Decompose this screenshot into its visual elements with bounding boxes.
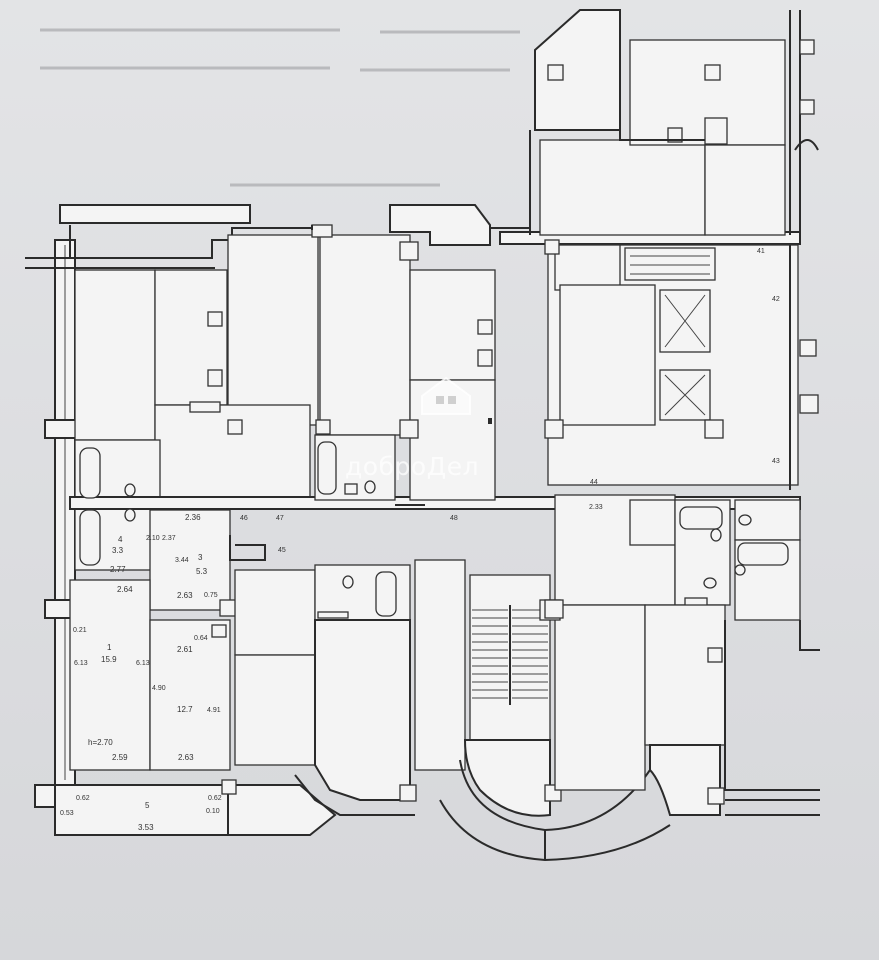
hall-lower: [414, 559, 466, 771]
label-ceiling-height: h=2.70: [88, 738, 113, 747]
label-room-1: 1: [107, 643, 112, 652]
label-room-4: 4: [118, 535, 123, 544]
label-dim: 0.62: [76, 795, 90, 802]
center-balcony: [389, 204, 491, 246]
label-area-3: 5.3: [196, 567, 208, 576]
label-dim: 2.63: [178, 753, 194, 762]
room-lower-2: [234, 654, 316, 766]
label-dim: 2.10: [146, 535, 160, 542]
bathtub-left-1: [79, 447, 101, 499]
room-1: [69, 579, 151, 771]
label-room-number: 46: [240, 515, 248, 522]
label-dim: 0.62: [208, 795, 222, 802]
label-room-number: 47: [276, 515, 284, 522]
balcony-5: [54, 784, 337, 836]
label-dim: 0.75: [204, 592, 218, 599]
stair-steps: [472, 605, 548, 705]
sink-left-1: [207, 369, 223, 387]
room-3: [149, 509, 231, 611]
label-room-number: 48: [450, 515, 458, 522]
left-apartment: [25, 204, 801, 836]
toilet-lower: [342, 575, 354, 589]
stove-icon-1: [207, 311, 223, 327]
room-center-1: [319, 234, 411, 436]
toilet-center: [364, 480, 376, 494]
label-dim: 2.63: [177, 591, 193, 600]
label-area-1: 15.9: [101, 655, 117, 664]
sink-center: [477, 349, 493, 367]
room-right-curve: [649, 744, 721, 816]
label-room-5: 5: [145, 801, 150, 810]
stove-icon-3: [477, 319, 493, 335]
label-room-number: 41: [757, 248, 765, 255]
label-dim: 0.53: [60, 810, 74, 817]
label-dim: 3.44: [175, 557, 189, 564]
bathtub-lower: [375, 571, 397, 617]
bathtub-center: [317, 441, 337, 495]
label-dim: 4.91: [207, 707, 221, 714]
bathtub-right-2: [737, 542, 789, 566]
room-left-4: [154, 404, 311, 501]
left-balcony-top: [59, 204, 251, 224]
toilet-left-2: [124, 508, 136, 522]
label-room-number: 44: [590, 479, 598, 486]
elevator-core: [499, 231, 819, 490]
upper-right-apartment: [529, 9, 819, 240]
label-room-number: 45: [278, 547, 286, 554]
label-dim: 2.37: [162, 535, 176, 542]
label-dim: 2.33: [589, 504, 603, 511]
label-room-number: 42: [772, 296, 780, 303]
label-dim: 4.90: [152, 685, 166, 692]
label-room-3: 3: [198, 553, 203, 562]
label-dim: 0.10: [206, 808, 220, 815]
room-right-lower-1: [554, 604, 646, 791]
room-lower-1: [234, 569, 316, 656]
watermark-text: доброДел: [345, 452, 480, 481]
label-area-2: 12.7: [177, 705, 193, 714]
toilet-left-1: [124, 483, 136, 497]
label-dim: 6.13: [136, 660, 150, 667]
house-logo-icon: [421, 376, 471, 415]
label-dim: 6.13: [74, 660, 88, 667]
curved-lobby-inner: [463, 739, 551, 817]
upper-room-2: [539, 139, 706, 236]
label-dim: 3.53: [138, 823, 154, 832]
faint-header-text: [40, 28, 520, 187]
bathtub-left-2: [79, 509, 101, 566]
bathtub-right-1: [679, 506, 723, 530]
shaft-vents: [624, 247, 716, 281]
dimension-labels: 4 3.3 2.10 2.77 2.36 2.37 3.44 3 5.3 2.6…: [60, 248, 780, 832]
room-left-3: [227, 234, 319, 426]
room-2: [149, 619, 231, 771]
stove-icon-4: [707, 647, 723, 663]
label-dim: 2.36: [185, 513, 201, 522]
label-dim: 0.21: [73, 627, 87, 634]
room-right-lower-2: [644, 604, 726, 746]
stair-core: [439, 574, 671, 862]
label-area-4: 3.3: [112, 546, 124, 555]
label-dim: 2.59: [112, 753, 128, 762]
label-dim: 2.64: [117, 585, 133, 594]
label-dim: 2.77: [110, 565, 126, 574]
room-left-1: [74, 269, 156, 441]
label-room-number: 43: [772, 458, 780, 465]
label-dim: 2.61: [177, 645, 193, 654]
center-apartments: [229, 204, 530, 816]
label-dim: 0.64: [194, 635, 208, 642]
room-lower-3: [314, 619, 411, 801]
right-apartment: [539, 494, 820, 816]
